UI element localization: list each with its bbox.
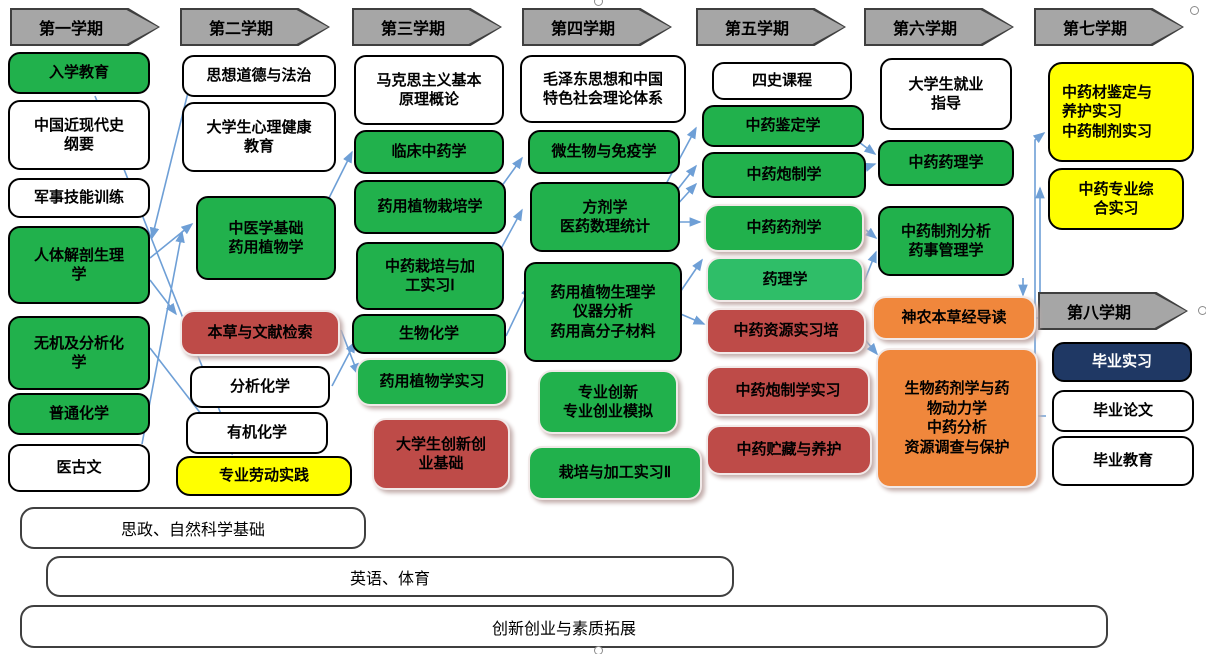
course-chinese-medicine-identification[interactable]: 中药鉴定学: [702, 105, 864, 147]
course-biopharmaceutics-pharmacokinetics[interactable]: 生物药剂学与药 物动力学 中药分析 资源调查与保护: [876, 348, 1038, 488]
course-chinese-medicine-resources-practicum[interactable]: 中药资源实习培: [706, 308, 866, 354]
course-clinical-chinese-pharmacy[interactable]: 临床中药学: [354, 130, 504, 174]
course-analytical-chemistry[interactable]: 分析化学: [190, 366, 330, 408]
course-innovation-entrepreneurship-basics[interactable]: 大学生创新创 业基础: [372, 418, 510, 490]
bar-innovation-quality-development[interactable]: 创新创业与素质拓展: [20, 605, 1108, 648]
semester-banner-7[interactable]: 第七学期: [1034, 8, 1184, 46]
selection-handle[interactable]: [1190, 6, 1199, 15]
course-career-guidance[interactable]: 大学生就业 指导: [880, 58, 1012, 130]
course-cultivation-processing-practicum-1[interactable]: 中药栽培与加 工实习Ⅰ: [356, 242, 504, 310]
course-mao-thought-theory[interactable]: 毛泽东思想和中国 特色社会理论体系: [520, 55, 686, 123]
course-innovation-entrepreneurship-simulation[interactable]: 专业创新 专业创业模拟: [538, 370, 678, 434]
semester-banner-6[interactable]: 第六学期: [864, 8, 1014, 46]
course-tcm-basics-medicinal-botany[interactable]: 中医学基础 药用植物学: [196, 196, 336, 280]
course-medicinal-botany-practicum[interactable]: 药用植物学实习: [356, 358, 508, 406]
course-professional-labor-practice[interactable]: 专业劳动实践: [176, 456, 352, 496]
course-graduation-education[interactable]: 毕业教育: [1052, 436, 1194, 486]
course-materia-medica-literature-search[interactable]: 本草与文献检索: [180, 310, 340, 356]
course-graduation-thesis[interactable]: 毕业论文: [1052, 390, 1194, 432]
course-storage-maintenance[interactable]: 中药贮藏与养护: [706, 425, 872, 475]
semester-banner-4[interactable]: 第四学期: [522, 8, 672, 46]
course-enrollment-education[interactable]: 入学教育: [8, 52, 150, 94]
course-medicinal-plant-cultivation[interactable]: 药用植物栽培学: [354, 180, 506, 234]
course-formulas-biostatistics[interactable]: 方剂学 医药数理统计: [530, 182, 680, 252]
course-organic-chemistry[interactable]: 有机化学: [186, 412, 328, 454]
course-chinese-pharmacology[interactable]: 中药药理学: [878, 140, 1014, 186]
course-medical-classical-chinese[interactable]: 医古文: [8, 444, 150, 492]
semester-banner-8[interactable]: 第八学期: [1038, 292, 1188, 330]
semester-banner-3[interactable]: 第三学期: [352, 8, 502, 46]
course-preparation-analysis-pharmacy-admin[interactable]: 中药制剂分析 药事管理学: [878, 206, 1014, 276]
course-general-chemistry[interactable]: 普通化学: [8, 393, 150, 435]
course-mental-health-education[interactable]: 大学生心理健康 教育: [182, 102, 336, 172]
selection-handle[interactable]: [594, 0, 603, 6]
semester-banner-2[interactable]: 第二学期: [180, 8, 330, 46]
course-human-anatomy-physiology[interactable]: 人体解剖生理 学: [8, 226, 150, 304]
course-four-histories[interactable]: 四史课程: [712, 62, 852, 100]
bar-english-pe[interactable]: 英语、体育: [46, 556, 734, 597]
course-biochemistry[interactable]: 生物化学: [352, 314, 506, 354]
selection-handle[interactable]: [594, 646, 603, 654]
course-chinese-medicine-processing[interactable]: 中药炮制学: [702, 152, 866, 198]
course-military-skills-training[interactable]: 军事技能训练: [8, 178, 150, 218]
course-inorganic-analytical-chemistry[interactable]: 无机及分析化 学: [8, 316, 150, 390]
course-identification-maintenance-practicum[interactable]: 中药材鉴定与 养护实习 中药制剂实习: [1048, 62, 1194, 162]
semester-banner-5[interactable]: 第五学期: [696, 8, 846, 46]
course-marxism-principles[interactable]: 马克思主义基本 原理概论: [354, 55, 504, 125]
course-shennong-bencao-reading[interactable]: 神农本草经导读: [872, 296, 1036, 340]
course-chinese-pharmaceutics[interactable]: 中药药剂学: [704, 204, 864, 252]
course-microbiology-immunology[interactable]: 微生物与免疫学: [528, 130, 680, 174]
bar-ideology-natural-science[interactable]: 思政、自然科学基础: [20, 507, 366, 549]
course-plant-physiology-instrumental-analysis[interactable]: 药用植物生理学 仪器分析 药用高分子材料: [524, 262, 682, 362]
course-comprehensive-practicum[interactable]: 中药专业综 合实习: [1048, 168, 1184, 230]
selection-handle[interactable]: [1198, 306, 1206, 315]
course-pharmacology[interactable]: 药理学: [706, 257, 864, 302]
course-cultivation-processing-practicum-2[interactable]: 栽培与加工实习Ⅱ: [528, 446, 702, 500]
course-ideology-morality-law[interactable]: 思想道德与法治: [182, 55, 336, 97]
course-graduation-internship[interactable]: 毕业实习: [1052, 342, 1192, 382]
course-modern-chinese-history[interactable]: 中国近现代史 纲要: [8, 100, 150, 170]
course-processing-practicum[interactable]: 中药炮制学实习: [706, 366, 870, 416]
semester-banner-1[interactable]: 第一学期: [10, 8, 160, 46]
